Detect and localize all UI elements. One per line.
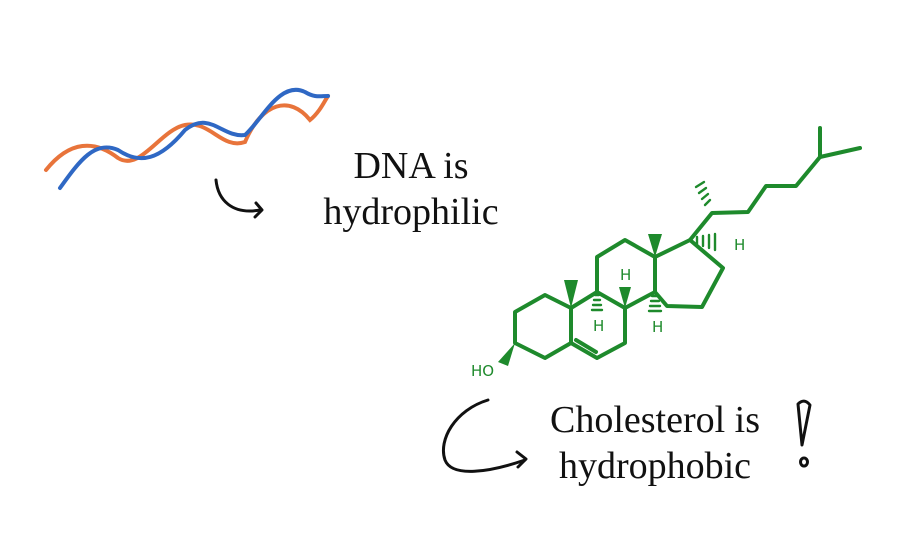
dna-strand-blue [58, 87, 330, 190]
ring-d [653, 238, 725, 309]
hydroxyl-label: HO [471, 362, 494, 380]
h-label-c9: H [593, 317, 604, 335]
dna-caption-line1: DNA is [353, 145, 469, 187]
side-chain [688, 146, 862, 242]
h-label-c8: H [620, 266, 631, 284]
cholesterol-caption-line1: Cholesterol is [549, 399, 761, 441]
cholesterol-molecule [513, 126, 862, 360]
cholesterol-caption-line2: hydrophobic [558, 445, 752, 487]
hashed-bonds [590, 180, 717, 313]
ring-b [569, 290, 627, 360]
ring-c [595, 238, 657, 310]
ring-a [513, 293, 573, 360]
cholesterol-arrow [442, 398, 528, 473]
cholesterol-caption: Cholesterol is hydrophobic [520, 397, 790, 489]
exclamation-mark [796, 399, 812, 468]
dna-double-helix [44, 87, 330, 190]
h-label-c14: H [652, 318, 663, 336]
dna-strand-orange [44, 94, 330, 172]
dna-caption: DNA is hydrophilic [296, 143, 526, 235]
dna-caption-line2: hydrophilic [323, 191, 499, 233]
atom-labels: HO H H H H [471, 236, 745, 380]
h-label-c17: H [734, 236, 745, 254]
dna-arrow [214, 178, 264, 219]
stereo-wedges [498, 234, 662, 366]
